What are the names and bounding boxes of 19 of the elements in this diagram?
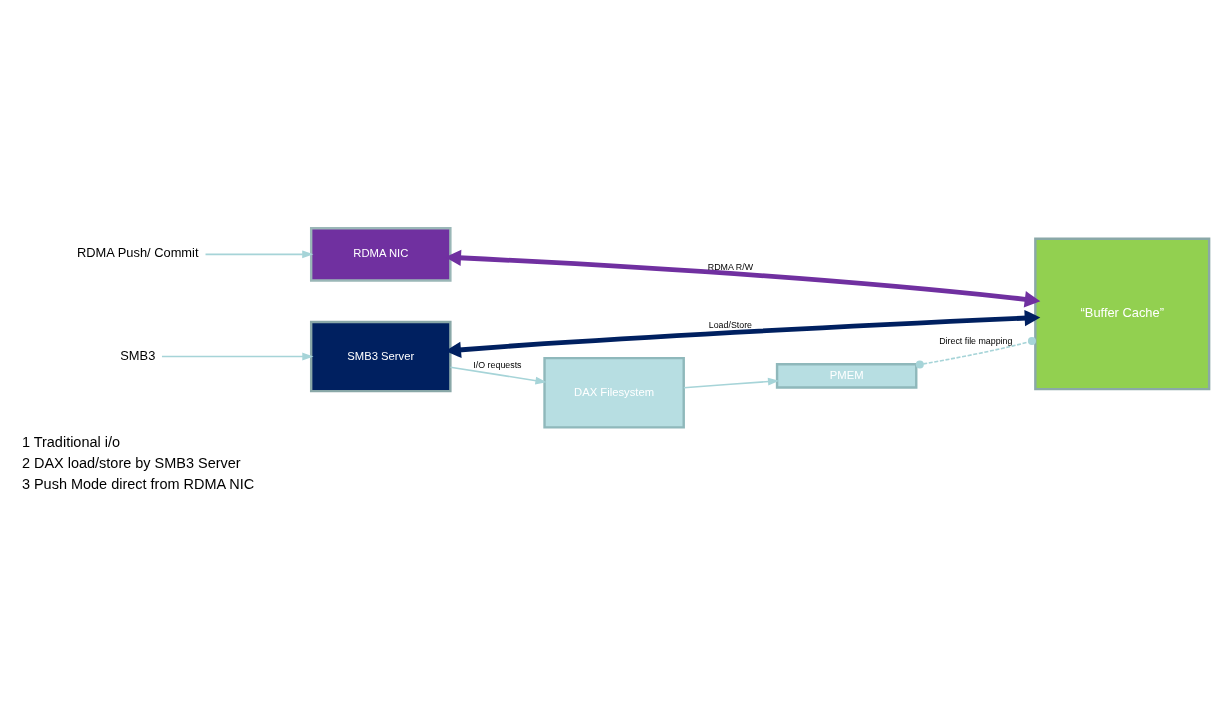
connector [915, 337, 1036, 369]
arrow [683, 377, 780, 389]
edge-label: RDMA R/W [707, 261, 753, 272]
label: 2 DAX load/store by SMB3 Server [21, 454, 241, 471]
node-box: SMB3 Server [309, 320, 452, 393]
edge-label: Direct file mapping [939, 335, 1013, 346]
edge-label: Load/Store [708, 320, 753, 331]
arrow [161, 352, 314, 361]
arrow [449, 366, 547, 385]
edge-label: I/O requests [473, 360, 522, 371]
node-text: SMB3 [120, 347, 156, 363]
node-text: RDMA Push/ Commit [77, 245, 199, 261]
node-box: PMEM [775, 363, 918, 389]
label: 1 Traditional i/o [21, 434, 121, 450]
node-box: RDMA NIC [309, 227, 452, 282]
node-box: “Buffer Cache” [1034, 237, 1211, 391]
node-box: DAX Filesystem [543, 356, 685, 429]
arrow [204, 250, 314, 259]
label: 3 Push Mode direct from RDMA NIC [21, 475, 255, 492]
